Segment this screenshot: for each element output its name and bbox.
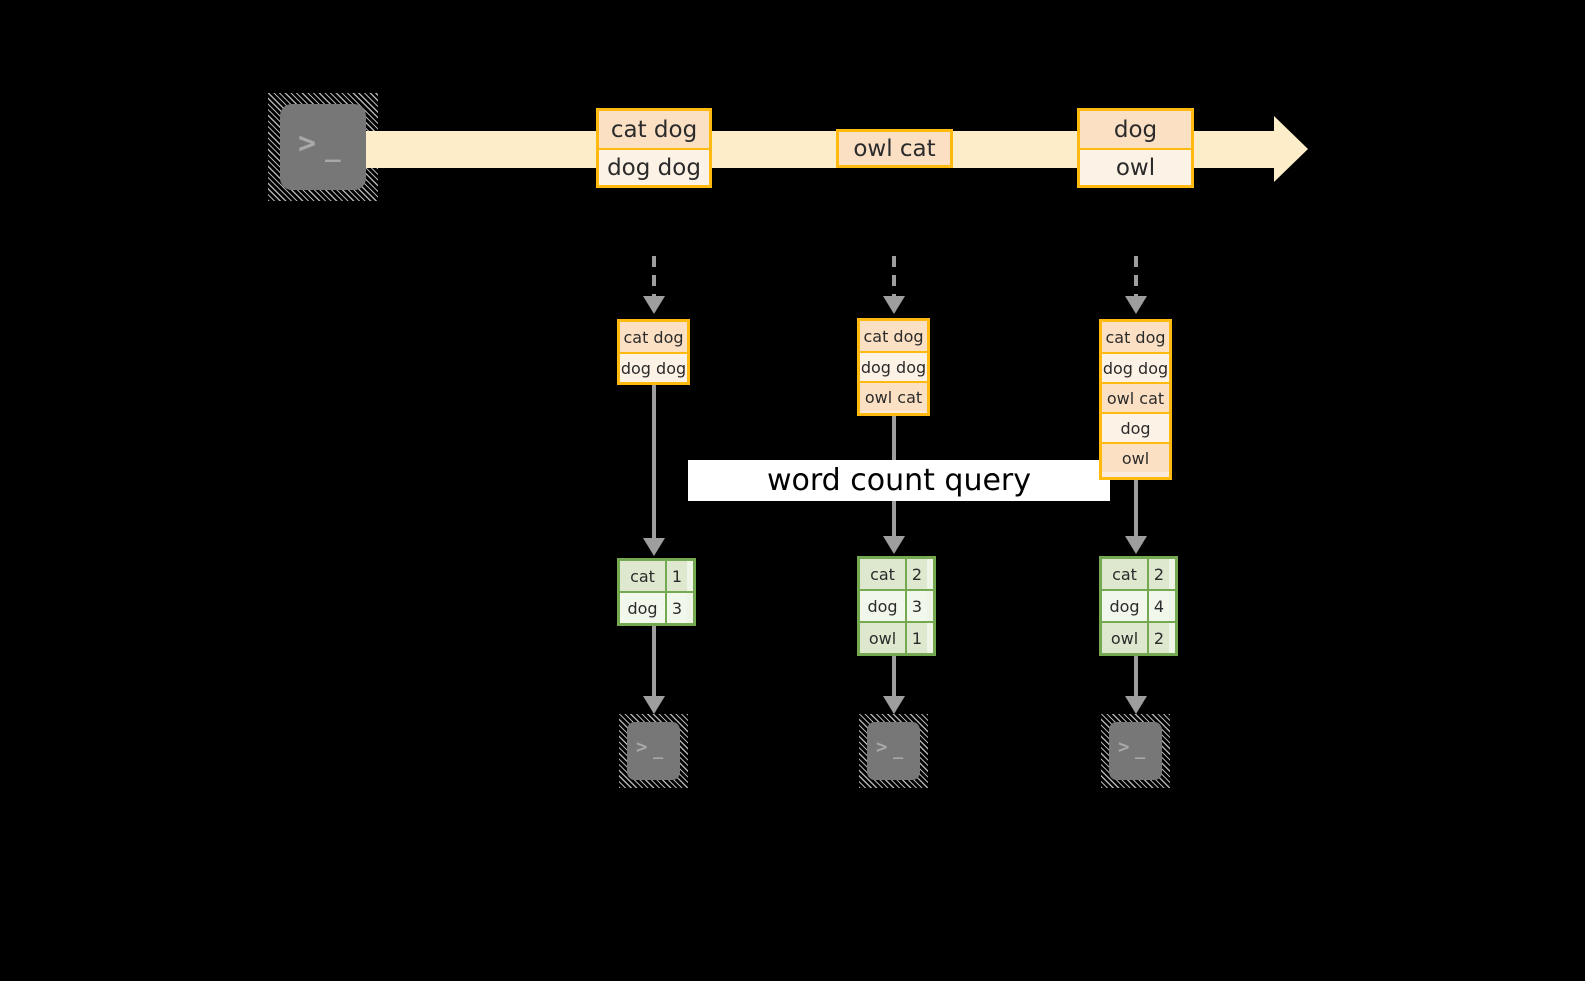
snapshot-line: dog <box>1102 412 1169 442</box>
stream-event-1[interactable]: cat dog dog dog <box>596 108 712 188</box>
snapshot-line: cat dog <box>1102 322 1169 352</box>
snapshot-trigger-arrow-1 <box>652 256 656 298</box>
snapshot-trigger-arrow-2 <box>892 256 896 298</box>
snapshot-trigger-arrowhead-icon-3 <box>1125 296 1147 314</box>
terminal-prompt-glyph: > <box>876 736 889 758</box>
snapshot-line: dog dog <box>860 351 927 381</box>
stream-event-2[interactable]: owl cat <box>836 129 953 168</box>
stream-event-3[interactable]: dog owl <box>1077 108 1194 188</box>
table-cell-count: 2 <box>1147 623 1169 653</box>
table-cell-count: 2 <box>905 559 927 589</box>
source-terminal-icon: > _ <box>268 93 378 201</box>
table-row: owl 1 <box>860 621 933 653</box>
sink-arrow-3 <box>1134 650 1138 698</box>
snapshot-3[interactable]: cat dog dog dog owl cat dog owl <box>1099 319 1172 480</box>
stream-event-line: dog dog <box>599 148 709 185</box>
stream-arrow-head-icon <box>1274 116 1308 182</box>
snapshot-line: cat dog <box>620 322 687 352</box>
result-table-3[interactable]: cat 2 dog 4 owl 2 <box>1099 556 1178 656</box>
table-cell-count: 3 <box>905 591 927 621</box>
table-cell-word: dog <box>1102 591 1147 621</box>
terminal-prompt-glyph: > <box>298 126 318 161</box>
result-table-2[interactable]: cat 2 dog 3 owl 1 <box>857 556 936 656</box>
terminal-cursor-glyph: _ <box>325 133 343 163</box>
terminal-prompt-glyph: > <box>1118 736 1131 758</box>
query-arrowhead-icon-3 <box>1125 536 1147 554</box>
table-row: cat 1 <box>620 561 693 591</box>
stream-event-line: owl <box>1080 148 1191 185</box>
snapshot-line: dog dog <box>620 352 687 382</box>
table-row: cat 2 <box>1102 559 1175 589</box>
sink-terminal-icon-1: > _ <box>619 714 688 788</box>
stream-event-line: cat dog <box>599 111 709 148</box>
table-row: cat 2 <box>860 559 933 589</box>
snapshot-trigger-arrowhead-icon-1 <box>643 296 665 314</box>
table-cell-word: dog <box>860 591 905 621</box>
terminal-screen <box>867 722 920 780</box>
snapshot-line: dog dog <box>1102 352 1169 382</box>
terminal-cursor-glyph: _ <box>893 740 905 760</box>
table-row: dog 4 <box>1102 589 1175 621</box>
stream-event-line: dog <box>1080 111 1191 148</box>
query-arrowhead-icon-2 <box>883 536 905 554</box>
sink-terminal-icon-2: > _ <box>859 714 928 788</box>
table-cell-word: cat <box>1102 559 1147 589</box>
table-cell-word: cat <box>620 561 665 591</box>
terminal-screen <box>1109 722 1162 780</box>
result-table-1[interactable]: cat 1 dog 3 <box>617 558 696 626</box>
sink-arrowhead-icon-1 <box>643 696 665 714</box>
snapshot-trigger-arrowhead-icon-2 <box>883 296 905 314</box>
table-cell-count: 3 <box>665 593 687 623</box>
snapshot-trigger-arrow-3 <box>1134 256 1138 298</box>
terminal-cursor-glyph: _ <box>653 740 665 760</box>
table-row: dog 3 <box>860 589 933 621</box>
snapshot-line: owl cat <box>860 381 927 411</box>
sink-arrow-1 <box>652 620 656 698</box>
terminal-screen <box>627 722 680 780</box>
query-label: word count query <box>688 460 1110 501</box>
table-cell-word: owl <box>1102 623 1147 653</box>
query-arrow-1 <box>652 385 656 540</box>
sink-arrowhead-icon-2 <box>883 696 905 714</box>
terminal-cursor-glyph: _ <box>1135 740 1147 760</box>
snapshot-line: owl cat <box>1102 382 1169 412</box>
snapshot-2[interactable]: cat dog dog dog owl cat <box>857 318 930 416</box>
sink-terminal-icon-3: > _ <box>1101 714 1170 788</box>
table-cell-word: owl <box>860 623 905 653</box>
table-cell-count: 4 <box>1147 591 1169 621</box>
table-cell-word: dog <box>620 593 665 623</box>
sink-arrowhead-icon-3 <box>1125 696 1147 714</box>
table-cell-count: 1 <box>665 561 687 591</box>
query-arrow-3 <box>1134 480 1138 538</box>
table-row: dog 3 <box>620 591 693 623</box>
terminal-screen <box>280 104 366 190</box>
table-cell-word: cat <box>860 559 905 589</box>
snapshot-1[interactable]: cat dog dog dog <box>617 319 690 385</box>
table-row: owl 2 <box>1102 621 1175 653</box>
stream-event-line: owl cat <box>839 132 950 165</box>
snapshot-line: cat dog <box>860 321 927 351</box>
table-cell-count: 2 <box>1147 559 1169 589</box>
table-cell-count: 1 <box>905 623 927 653</box>
sink-arrow-2 <box>892 650 896 698</box>
terminal-prompt-glyph: > <box>636 736 649 758</box>
snapshot-line: owl <box>1102 442 1169 472</box>
query-arrowhead-icon-1 <box>643 538 665 556</box>
